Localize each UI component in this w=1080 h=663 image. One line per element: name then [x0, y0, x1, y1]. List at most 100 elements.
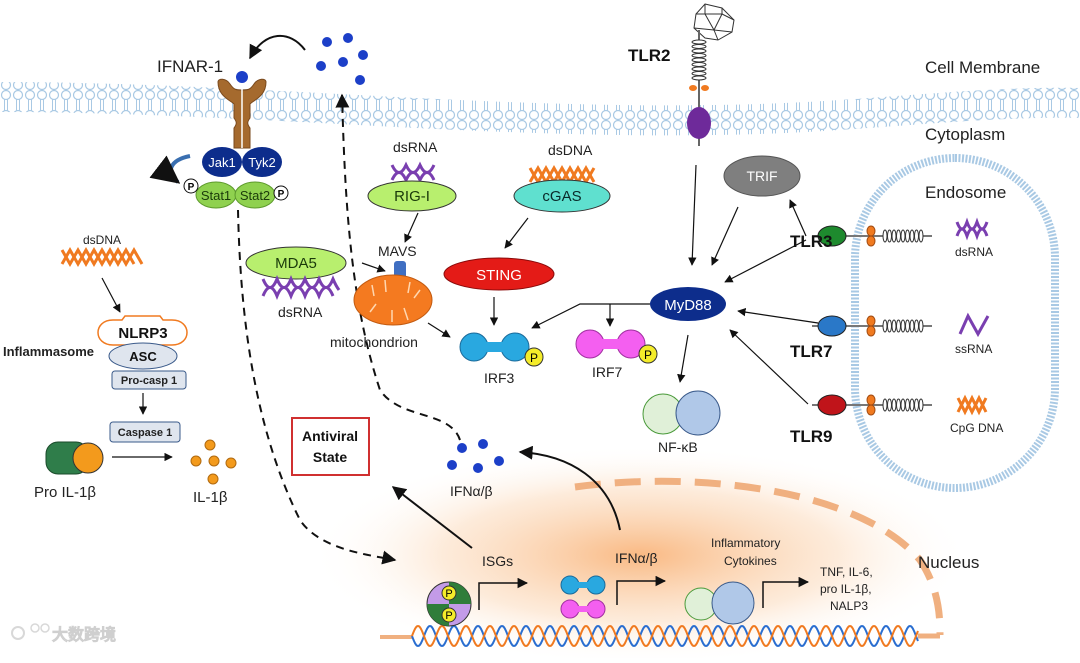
tlr2-lrr-coil — [691, 57, 707, 63]
tlr2-to-myd88-arrow — [688, 164, 697, 266]
tlr3-ligand-label: dsRNA — [955, 245, 993, 259]
stat2-label: Stat2 — [240, 188, 270, 203]
tlr2-receptor — [687, 30, 711, 146]
asc-label: ASC — [129, 349, 157, 364]
phospho-nuc-2: P — [445, 610, 452, 622]
cell-membrane — [0, 82, 1080, 136]
rig-i — [367, 180, 457, 212]
tlr3-receptor — [812, 225, 932, 247]
procasp-label: Pro-casp 1 — [121, 375, 177, 387]
inflam-line1: Inflammatory — [711, 536, 780, 550]
mavs-label: MAVS — [378, 243, 417, 259]
isgs-label: ISGs — [482, 553, 513, 569]
cytokines-line2: pro IL-1β, — [820, 582, 872, 596]
tlr3-to-myd88-arrow — [724, 239, 807, 283]
virus-capsid-icon — [693, 3, 735, 41]
ifn-bound-dot — [236, 71, 248, 83]
ifnar-label: IFNAR-1 — [157, 57, 223, 76]
antiviral-line1: Antiviral — [302, 428, 358, 444]
irf7-nuclear — [560, 599, 606, 619]
tlr9-label: TLR9 — [790, 427, 833, 446]
stat-to-nucleus-path — [237, 209, 397, 565]
tlr2-label: TLR2 — [628, 46, 671, 65]
tyk2-label: Tyk2 — [248, 155, 275, 170]
sting-label: STING — [476, 267, 522, 284]
nlrp3-ligand-label: dsDNA — [83, 233, 121, 247]
mitochondrion — [353, 274, 433, 326]
irf7-label: IRF7 — [592, 364, 623, 380]
isgs-promoter-arrow — [478, 577, 529, 610]
phospho-stat2 — [273, 185, 289, 201]
ifn-promoter-arrow — [616, 575, 667, 605]
ifn-export-arrow — [518, 445, 621, 531]
sting — [443, 257, 555, 291]
irf3-label: IRF3 — [484, 370, 515, 386]
cpg-dna-tlr9 — [956, 394, 988, 416]
antiviral-line2: State — [313, 449, 347, 465]
tlr9-to-myd88-arrow — [729, 329, 809, 405]
chromosomal-dna — [411, 624, 919, 648]
watermark: 大数跨境 — [11, 623, 116, 644]
nlrp3 — [97, 315, 188, 346]
phospho-nuc-1: P — [445, 588, 452, 600]
cgas-ligand-label: dsDNA — [548, 142, 593, 158]
tlr2-lrr-coil — [691, 66, 707, 72]
rigi-ligand-label: dsRNA — [393, 139, 438, 155]
ifnar-receptor — [217, 78, 267, 149]
ifn-cytoplasm-label: IFNα/β — [450, 483, 493, 499]
trif-to-myd88-arrow — [711, 206, 739, 266]
myd88-to-irf3-arrow — [531, 303, 650, 329]
nfkb-nuclear-2 — [711, 581, 755, 625]
trif — [723, 155, 801, 197]
dsrna-rigi — [390, 161, 436, 184]
nucleus-glow — [310, 445, 970, 663]
tlr3-label: TLR3 — [790, 232, 833, 251]
stat-complex-nuclear — [426, 581, 472, 627]
cell-membrane-label: Cell Membrane — [925, 58, 1040, 77]
tlr7-to-myd88-arrow — [737, 307, 819, 324]
tlr2-lrr-coil — [691, 53, 707, 58]
watermark-text: 大数跨境 — [52, 625, 116, 644]
asc — [108, 342, 178, 370]
stat1-label: Stat1 — [201, 188, 231, 203]
tlr7-label: TLR7 — [790, 342, 833, 361]
dsrna-tlr3 — [955, 217, 989, 241]
nucleus-label: Nucleus — [918, 553, 979, 572]
phospho-irf7-label: P — [644, 348, 652, 362]
pro-il1b-label: Pro IL-1β — [34, 484, 96, 501]
endosomal-tlrs — [812, 225, 932, 416]
cytokines-line3: NALP3 — [830, 599, 868, 613]
mda5-ligand-label: dsRNA — [278, 304, 323, 320]
caspase-1 — [109, 421, 181, 443]
jak1-label: Jak1 — [208, 155, 235, 170]
isgs-to-antiviral-arrow — [391, 486, 473, 549]
mda5-label: MDA5 — [275, 255, 317, 272]
dsrna-mda5 — [261, 275, 341, 300]
nuclear-envelope — [574, 477, 944, 636]
nfkb-subunit-2 — [675, 390, 721, 436]
mito-to-irf3-arrow — [427, 322, 451, 338]
cgas-to-sting-arrow — [504, 217, 529, 249]
tlr2-lrr-coil — [691, 71, 707, 76]
cytokines-line1: TNF, IL-6, — [820, 565, 873, 579]
tlr7-ligand-label: ssRNA — [955, 342, 992, 356]
endosome-label: Endosome — [925, 183, 1006, 202]
il1b-label: IL-1β — [193, 489, 228, 506]
phospho-irf3 — [524, 347, 544, 367]
inflam-line2: Cytokines — [724, 554, 777, 568]
rigi-label: RIG-I — [394, 188, 430, 205]
irf3-nuclear — [560, 575, 606, 595]
tlr2-lrr-coil — [691, 62, 707, 67]
tlr3-to-trif-arrow — [789, 199, 807, 237]
tlr9-receptor — [812, 394, 932, 416]
il1b-dots — [190, 439, 237, 485]
mitochondrion-cristae — [369, 279, 421, 322]
phospho-stat1-label: P — [188, 182, 195, 193]
inflammasome-label: Inflammasome — [3, 344, 94, 359]
pro-il1b-cap — [72, 442, 104, 474]
dsdna-nlrp3 — [60, 246, 144, 268]
ifnar-arrow — [249, 35, 306, 60]
phospho-irf3-label: P — [530, 351, 538, 365]
jak1 — [202, 147, 242, 177]
